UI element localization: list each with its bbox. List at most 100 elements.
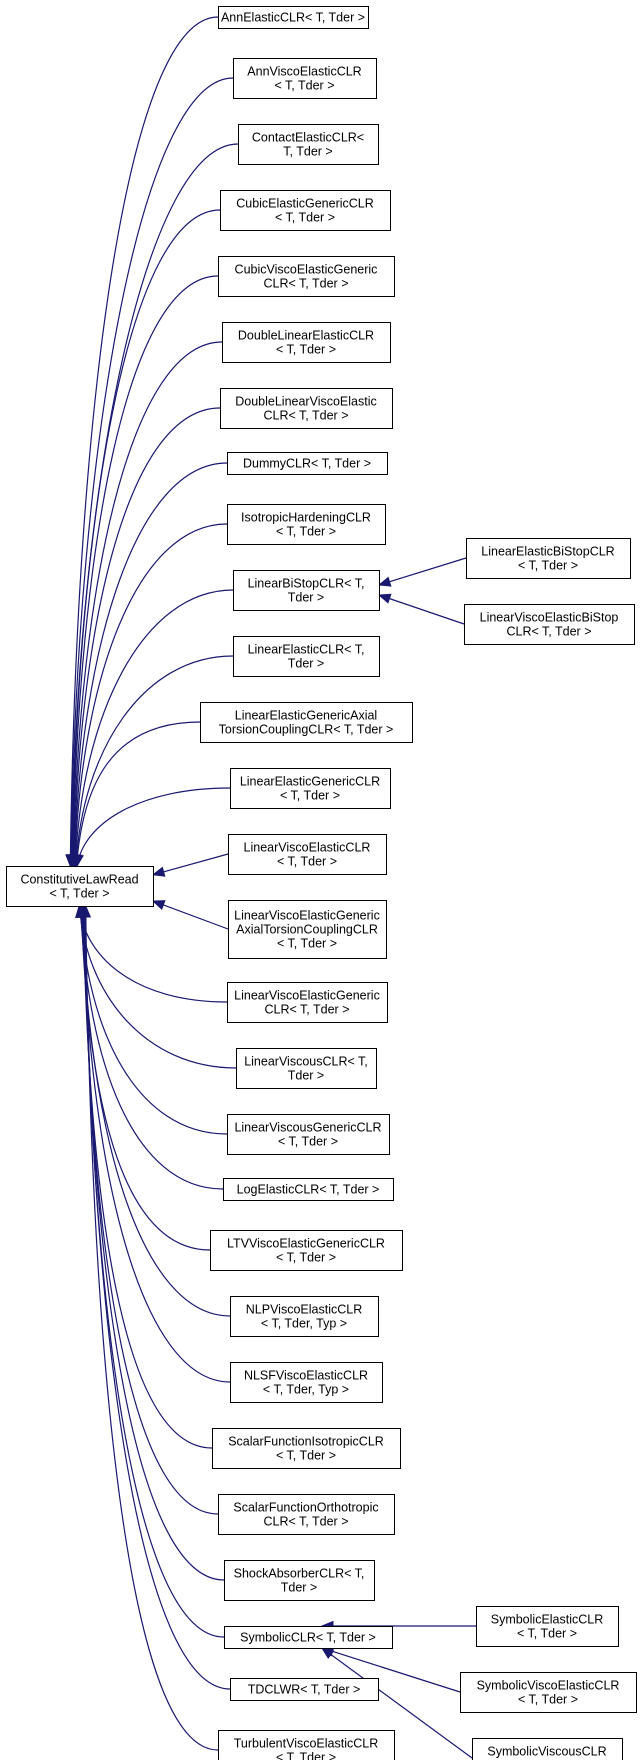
inheritance-edge: [70, 77, 234, 867]
class-node-label: TDCLWR< T, Tder >: [248, 1683, 361, 1697]
derived-class-node[interactable]: LinearElasticGenericAxialTorsionCoupling…: [200, 702, 413, 743]
derived-class-node[interactable]: CubicElasticGenericCLR< T, Tder >: [220, 190, 391, 231]
inheritance-edge: [72, 341, 223, 867]
class-node-label: LinearBiStopCLR< T,: [248, 577, 365, 591]
class-node-box: [476, 1606, 619, 1647]
derived-class-node[interactable]: TDCLWR< T, Tder >: [230, 1678, 379, 1701]
class-node-label: T, Tder >: [283, 145, 332, 159]
class-node-label: LogElasticCLR< T, Tder >: [237, 1183, 380, 1197]
class-node-label: < T, Tder >: [276, 1251, 336, 1265]
derived-class-node[interactable]: SymbolicElasticCLR< T, Tder >: [476, 1606, 619, 1647]
derived-class-node[interactable]: LinearElasticGenericCLR< T, Tder >: [230, 768, 391, 809]
class-node-box: [227, 982, 388, 1023]
class-node-box: [227, 504, 386, 545]
derived-class-node[interactable]: LTVViscoElasticGenericCLR< T, Tder >: [210, 1230, 403, 1271]
class-node-label: CLR< T, Tder >: [264, 277, 349, 291]
class-node-label: DoubleLinearViscoElastic: [235, 395, 377, 409]
class-node-label: LinearElasticCLR< T,: [248, 643, 365, 657]
inheritance-edge: [79, 905, 228, 1135]
class-node-label: ScalarFunctionIsotropicCLR: [228, 1435, 384, 1449]
class-node-box: [220, 190, 391, 231]
derived-class-node[interactable]: LogElasticCLR< T, Tder >: [223, 1178, 394, 1201]
inheritance-arrowhead: [377, 576, 392, 587]
inheritance-edge: [321, 1647, 461, 1693]
class-node-box: [220, 388, 393, 429]
class-node-box: [218, 1494, 395, 1535]
class-node-label: LinearViscoElasticGeneric: [234, 909, 380, 923]
derived-class-node[interactable]: DummyCLR< T, Tder >: [227, 452, 388, 475]
class-node-label: < T, Tder >: [277, 855, 337, 869]
inheritance-arrowhead: [151, 900, 166, 910]
derived-class-node[interactable]: AnnElasticCLR< T, Tder >: [218, 6, 369, 29]
derived-class-node[interactable]: LinearViscoElasticGenericAxialTorsionCou…: [228, 900, 387, 959]
derived-class-node[interactable]: TurbulentViscoElasticCLR< T, Tder >: [218, 1730, 395, 1760]
class-node-label: < T, Tder >: [276, 1751, 336, 1760]
class-node-box: [218, 256, 395, 297]
class-node-box: [460, 1672, 637, 1713]
derived-class-node[interactable]: SymbolicViscousCLR< T, Tder >: [472, 1738, 623, 1760]
class-node-label: CLR< T, Tder >: [507, 625, 592, 639]
class-node-label: CLR< T, Tder >: [265, 1003, 350, 1017]
class-node-box: [238, 124, 379, 165]
derived-class-node[interactable]: NLSFViscoElasticCLR< T, Tder, Typ >: [230, 1362, 383, 1403]
class-node-label: < T, Tder >: [50, 887, 110, 901]
derived-class-node[interactable]: ContactElasticCLR<T, Tder >: [238, 124, 379, 165]
class-node-label: LinearViscousCLR< T,: [244, 1055, 368, 1069]
class-node-label: SymbolicViscousCLR: [487, 1745, 606, 1759]
base-class-node[interactable]: ConstitutiveLawRead< T, Tder >: [6, 866, 154, 907]
class-node-box: [223, 1178, 394, 1201]
derived-class-node[interactable]: NLPViscoElasticCLR< T, Tder, Typ >: [230, 1296, 379, 1337]
class-node-label: Tder >: [288, 657, 324, 671]
derived-class-node[interactable]: SymbolicViscoElasticCLR< T, Tder >: [460, 1672, 637, 1713]
inheritance-edge: [80, 905, 211, 1251]
inheritance-edge: [378, 557, 467, 586]
derived-class-node[interactable]: SymbolicCLR< T, Tder >: [224, 1626, 393, 1649]
class-node-label: CubicViscoElasticGeneric: [235, 263, 378, 277]
class-node-box: [224, 1560, 375, 1601]
class-node-label: CLR< T, Tder >: [264, 1515, 349, 1529]
class-node-box: [218, 6, 369, 29]
class-node-box: [227, 1114, 390, 1155]
class-node-label: AxialTorsionCouplingCLR: [236, 923, 378, 937]
class-node-label: < T, Tder >: [275, 211, 335, 225]
class-node-label: LTVViscoElasticGenericCLR: [227, 1237, 385, 1251]
derived-class-node[interactable]: LinearBiStopCLR< T,Tder >: [233, 570, 380, 611]
class-node-box: [472, 1738, 623, 1760]
class-node-box: [230, 1362, 383, 1403]
class-node-box: [230, 1296, 379, 1337]
derived-class-node[interactable]: AnnViscoElasticCLR< T, Tder >: [233, 58, 377, 99]
derived-class-node[interactable]: LinearViscousGenericCLR< T, Tder >: [227, 1114, 390, 1155]
derived-class-node[interactable]: LinearElasticCLR< T,Tder >: [233, 636, 380, 677]
derived-class-node[interactable]: ScalarFunctionIsotropicCLR< T, Tder >: [212, 1428, 401, 1469]
inheritance-edge: [321, 1647, 473, 1759]
inheritance-arrowhead: [151, 866, 166, 877]
derived-class-node[interactable]: ShockAbsorberCLR< T,Tder >: [224, 1560, 375, 1601]
class-node-label: CLR< T, Tder >: [264, 409, 349, 423]
inheritance-edge: [85, 905, 219, 1751]
class-node-label: < T, Tder >: [276, 1449, 336, 1463]
derived-class-node[interactable]: LinearElasticBiStopCLR< T, Tder >: [466, 538, 631, 579]
class-node-box: [230, 768, 391, 809]
class-node-label: SymbolicCLR< T, Tder >: [240, 1631, 376, 1645]
class-node-box: [233, 636, 380, 677]
class-node-label: Tder >: [288, 591, 324, 605]
class-node-box: [224, 1626, 393, 1649]
edges-layer: [65, 16, 476, 1759]
inheritance-edge: [75, 721, 201, 867]
derived-class-node[interactable]: DoubleLinearElasticCLR< T, Tder >: [222, 322, 391, 363]
class-node-box: [227, 452, 388, 475]
class-node-label: NLSFViscoElasticCLR: [244, 1369, 368, 1383]
class-node-box: [200, 702, 413, 743]
derived-class-node[interactable]: IsotropicHardeningCLR< T, Tder >: [227, 504, 386, 545]
class-node-label: < T, Tder >: [276, 343, 336, 357]
inheritance-arrowhead: [320, 1647, 335, 1660]
class-node-label: < T, Tder >: [276, 525, 336, 539]
derived-class-node[interactable]: LinearViscoElasticCLR< T, Tder >: [228, 834, 387, 875]
class-node-box: [233, 58, 377, 99]
derived-class-node[interactable]: LinearViscousCLR< T,Tder >: [236, 1048, 377, 1089]
